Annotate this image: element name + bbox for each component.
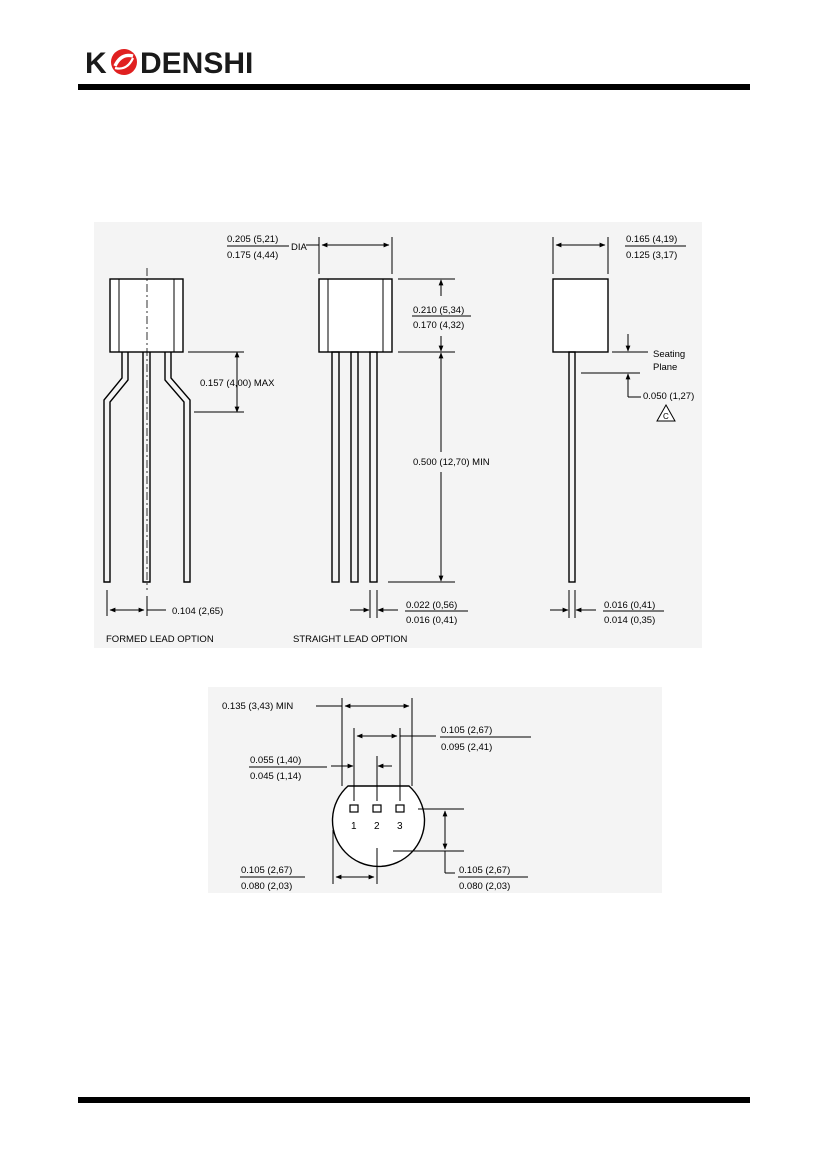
lead-length-label: 0.500 (12,70) MIN: [413, 457, 490, 468]
straight-caption: STRAIGHT LEAD OPTION: [293, 634, 408, 645]
pin-number-2: 2: [374, 821, 380, 832]
pin-pitch-dimension: [353, 728, 531, 801]
formed-pitch-label: 0.104 (2,65): [172, 606, 223, 617]
header-rule: [78, 84, 750, 90]
right-offset-min: 0.080 (2,03): [459, 881, 510, 892]
lead-width-max: 0.022 (0,56): [406, 600, 457, 611]
lead-thickness-max: 0.016 (0,41): [604, 600, 655, 611]
straight-body: [318, 278, 393, 353]
seating-plane-line1: Seating: [653, 349, 685, 360]
straight-lead-1: [331, 351, 340, 583]
thickness-min: 0.125 (3,17): [626, 250, 677, 261]
formed-lead-view: [103, 268, 191, 590]
formed-body: [109, 278, 184, 353]
formed-height-label: 0.157 (4,00) MAX: [200, 378, 275, 389]
pin-pad-3: [395, 804, 405, 813]
pin-row-width-dimension: [316, 698, 413, 786]
diameter-min: 0.175 (4,44): [227, 250, 278, 261]
left-offset-dimension: [240, 830, 378, 884]
side-lead: [568, 351, 576, 583]
side-view: [552, 278, 609, 583]
lead-width-dimension: [350, 590, 468, 618]
left-offset-min: 0.080 (2,03): [241, 881, 292, 892]
formed-lead-center: [142, 352, 151, 583]
pin-pads: [349, 804, 405, 813]
formed-lead-left: [103, 352, 129, 583]
straight-lead-3: [369, 351, 378, 583]
lead-thickness-dimension: [550, 590, 664, 618]
side-body: [552, 278, 609, 353]
note-triangle-symbol: C: [663, 412, 669, 421]
right-offset-dimension: [393, 808, 528, 878]
lead-thickness-min: 0.014 (0,35): [604, 615, 655, 626]
body-height-min: 0.170 (4,32): [413, 320, 464, 331]
kodenshi-logo: K DENSHI: [85, 47, 253, 80]
logo-mark-icon: [111, 49, 137, 75]
seating-plane-line2: Plane: [653, 362, 677, 373]
pin-row-width-label: 0.135 (3,43) MIN: [222, 701, 293, 712]
pin-number-1: 1: [351, 821, 357, 832]
pad-size-max: 0.055 (1,40): [250, 755, 301, 766]
straight-lead-view: [318, 278, 393, 583]
seating-plane-dimension: [581, 334, 648, 398]
lead-length-dimension: [388, 352, 455, 583]
diameter-dia-label: DIA: [291, 242, 308, 253]
formed-height-dimension: [188, 351, 244, 413]
left-offset-max: 0.105 (2,67): [241, 865, 292, 876]
diameter-max: 0.205 (5,21): [227, 234, 278, 245]
pad-size-min: 0.045 (1,14): [250, 771, 301, 782]
pin-pitch-min: 0.095 (2,41): [441, 742, 492, 753]
pin-number-3: 3: [397, 821, 403, 832]
formed-lead-right: [164, 352, 191, 583]
bottom-view-panel: [208, 687, 662, 893]
thickness-max: 0.165 (4,19): [626, 234, 677, 245]
note-triangle-icon: [656, 403, 676, 422]
formed-caption: FORMED LEAD OPTION: [106, 634, 214, 645]
seating-plane-dim: 0.050 (1,27): [643, 391, 694, 402]
pin-pad-1: [349, 804, 359, 813]
body-height-dimension: [398, 278, 471, 353]
pad-size-dimension: [249, 756, 392, 801]
straight-lead-2: [350, 351, 359, 583]
pin-pitch-max: 0.105 (2,67): [441, 725, 492, 736]
body-height-max: 0.210 (5,34): [413, 305, 464, 316]
pin-pad-2: [372, 804, 382, 813]
footer-rule: [78, 1097, 750, 1103]
logo-wordmark: DENSHI: [140, 47, 253, 80]
logo-letter-k: K: [85, 47, 107, 80]
lead-width-min: 0.016 (0,41): [406, 615, 457, 626]
formed-pitch-dimension: [106, 590, 166, 616]
thickness-dimension: [552, 237, 686, 274]
diameter-dimension: [227, 237, 393, 274]
right-offset-max: 0.105 (2,67): [459, 865, 510, 876]
